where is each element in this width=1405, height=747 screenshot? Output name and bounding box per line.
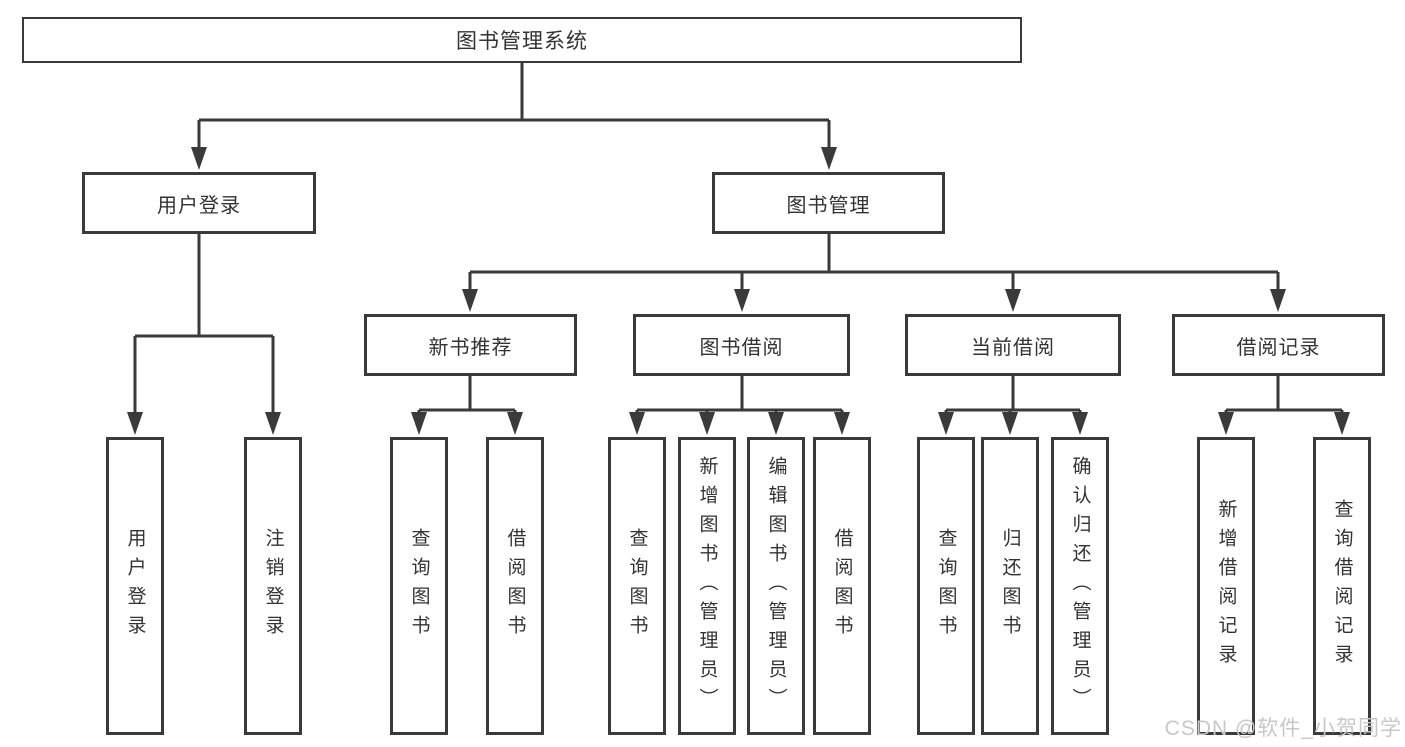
arrowhead-icon [1334, 412, 1350, 435]
node-user-login: 用户登录 [82, 172, 316, 234]
csdn-watermark: CSDN @软件_小贺同学 [1164, 717, 1402, 740]
arrowhead-icon [768, 412, 784, 435]
arrowhead-icon [1218, 412, 1234, 435]
node-book-management: 图书管理 [712, 172, 945, 234]
leaf-label: 新增图书（管理员） [696, 455, 718, 717]
node-current-borrowing: 当前借阅 [905, 314, 1121, 376]
leaf-borrow-books: 借阅图书 [813, 437, 871, 735]
arrowhead-icon [734, 289, 750, 312]
leaf-label: 用户登录 [124, 528, 146, 644]
leaf-borrow-books-recommend: 借阅图书 [486, 437, 544, 735]
arrowhead-icon [191, 147, 207, 170]
node-book-borrowing: 图书借阅 [633, 314, 850, 376]
leaf-label: 查询图书 [408, 528, 430, 644]
leaf-user-login: 用户登录 [106, 437, 164, 735]
leaf-return-books: 归还图书 [981, 437, 1039, 735]
node-label: 图书借阅 [699, 336, 784, 359]
leaf-query-borrow-record: 查询借阅记录 [1313, 437, 1371, 735]
leaf-label: 新增借阅记录 [1215, 499, 1237, 673]
arrowhead-icon [629, 412, 645, 435]
leaf-edit-books-admin: 编辑图书（管理员） [747, 437, 805, 735]
leaf-label: 编辑图书（管理员） [765, 455, 787, 717]
node-library-system: 图书管理系统 [22, 17, 1022, 63]
node-label: 当前借阅 [971, 336, 1055, 359]
arrowhead-icon [1072, 412, 1088, 435]
arrowhead-icon [462, 289, 478, 312]
node-label: 图书管理系统 [456, 30, 588, 53]
node-label: 图书管理 [786, 194, 871, 217]
leaf-label: 借阅图书 [831, 528, 853, 644]
node-borrowing-records: 借阅记录 [1172, 314, 1385, 376]
arrowhead-icon [938, 412, 954, 435]
leaf-label: 确认归还（管理员） [1069, 455, 1091, 717]
leaf-logout: 注销登录 [244, 437, 302, 735]
node-label: 借阅记录 [1236, 336, 1321, 359]
arrowhead-icon [699, 412, 715, 435]
arrowhead-icon [411, 412, 427, 435]
leaf-add-borrow-record: 新增借阅记录 [1197, 437, 1255, 735]
leaf-label: 查询借阅记录 [1331, 499, 1353, 673]
leaf-label: 借阅图书 [504, 528, 526, 644]
connector-arrowheads [127, 147, 1350, 435]
arrowhead-icon [1002, 412, 1018, 435]
node-label: 新书推荐 [428, 336, 513, 359]
arrowhead-icon [1005, 289, 1021, 312]
leaf-confirm-return-admin: 确认归还（管理员） [1051, 437, 1109, 735]
arrowhead-icon [1270, 289, 1286, 312]
leaf-label: 查询图书 [935, 528, 957, 644]
node-label: 用户登录 [157, 194, 241, 217]
leaf-add-books-admin: 新增图书（管理员） [678, 437, 736, 735]
arrowhead-icon [834, 412, 850, 435]
arrowhead-icon [127, 412, 143, 435]
leaf-label: 归还图书 [999, 528, 1021, 644]
arrowhead-icon [265, 412, 281, 435]
leaf-query-books-recommend: 查询图书 [390, 437, 448, 735]
leaf-query-books-borrowing: 查询图书 [608, 437, 666, 735]
arrowhead-icon [507, 412, 523, 435]
node-new-book-recommend: 新书推荐 [364, 314, 577, 376]
leaf-query-books-current: 查询图书 [917, 437, 975, 735]
leaf-label: 查询图书 [626, 528, 648, 644]
leaf-label: 注销登录 [262, 528, 284, 644]
arrowhead-icon [821, 147, 837, 170]
